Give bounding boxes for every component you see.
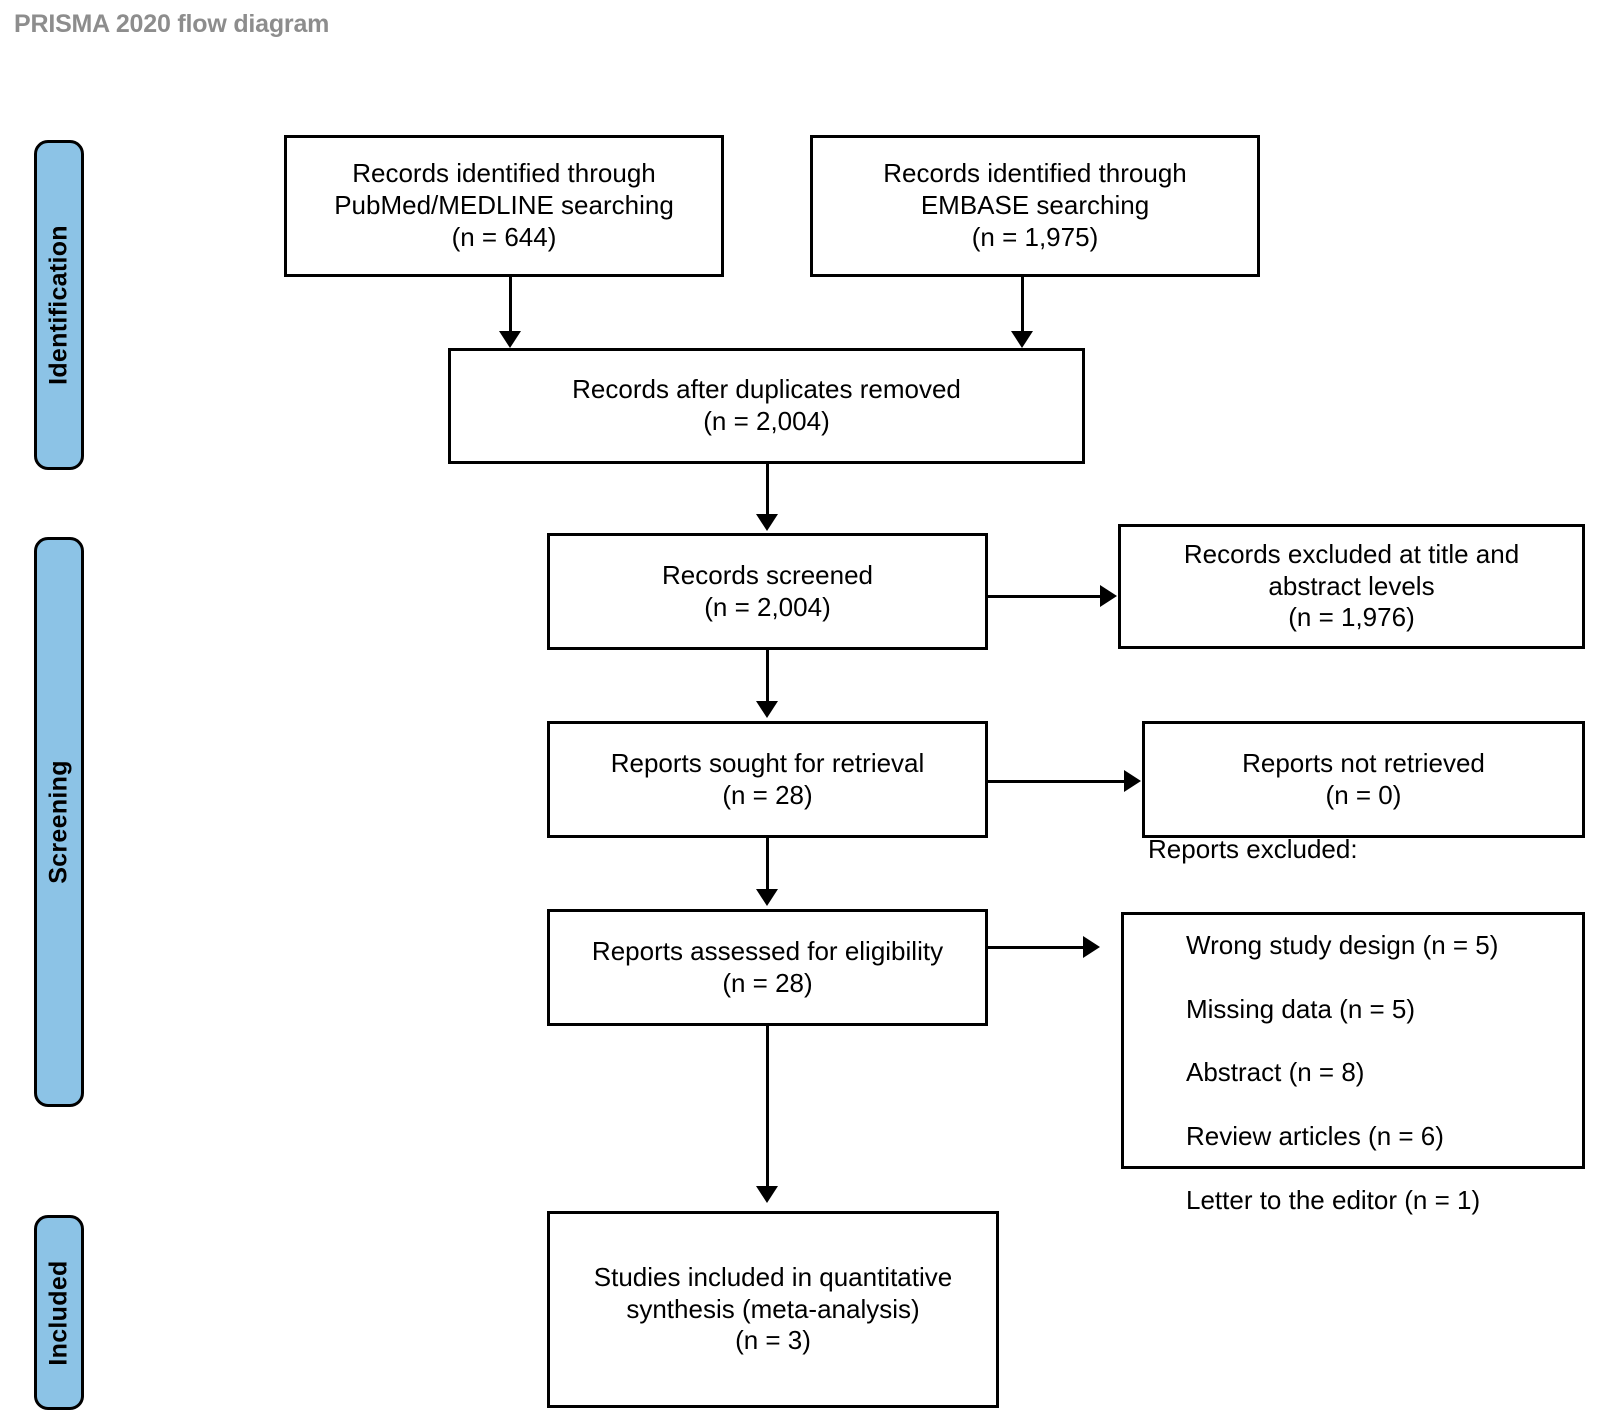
box-records-identified-pubmed: Records identified through PubMed/MEDLIN… [284, 135, 724, 277]
box-studies-included: Studies included in quantitative synthes… [547, 1211, 999, 1408]
stage-bar-screening: Screening [34, 537, 84, 1107]
arrowhead-assessed-to-excluded [1083, 936, 1100, 958]
stage-label-identification: Identification [44, 225, 73, 385]
box-records-screened: Records screened (n = 2,004) [547, 533, 988, 650]
stage-label-screening: Screening [44, 760, 73, 884]
connector-screened-to-sought [766, 650, 769, 703]
list-item: Missing data (n = 5) [1186, 993, 1416, 1024]
box-studies-included-text: Studies included in quantitative synthes… [593, 1261, 953, 1356]
list-item: Abstract (n = 8) [1186, 1057, 1365, 1088]
box-records-excluded: Records excluded at title and abstract l… [1118, 524, 1585, 649]
connector-pubmed-to-duplicates [509, 277, 512, 333]
page-title: PRISMA 2020 flow diagram [14, 10, 330, 38]
box-records-screened-text: Records screened (n = 2,004) [662, 559, 873, 622]
box-reports-excluded-content: Reports excluded: Wrong study design (n … [1124, 801, 1506, 1279]
arrowhead-screened-to-sought [756, 701, 778, 718]
box-reports-assessed-for-eligibility: Reports assessed for eligibility (n = 28… [547, 909, 988, 1026]
stage-label-included: Included [44, 1259, 73, 1366]
box-reports-assessed-for-eligibility-text: Reports assessed for eligibility (n = 28… [591, 935, 944, 998]
list-item: Review articles (n = 6) [1186, 1121, 1444, 1152]
arrowhead-duplicates-to-screened [756, 514, 778, 531]
list-item: Letter to the editor (n = 1) [1186, 1185, 1481, 1216]
connector-sought-to-not-retrieved [988, 780, 1125, 783]
connector-duplicates-to-screened [766, 464, 769, 516]
connector-sought-to-assessed [766, 838, 769, 891]
box-records-after-duplicates-removed-text: Records after duplicates removed (n = 2,… [572, 374, 961, 436]
connector-embase-to-duplicates [1021, 277, 1024, 333]
box-reports-sought-for-retrieval-text: Reports sought for retrieval (n = 28) [610, 747, 925, 810]
box-records-identified-pubmed-text: Records identified through PubMed/MEDLIN… [334, 158, 674, 252]
box-reports-excluded: Reports excluded: Wrong study design (n … [1121, 834, 1585, 1215]
box-reports-not-retrieved: Reports not retrieved (n = 0) [1142, 721, 1585, 838]
arrowhead-embase-to-duplicates [1011, 331, 1033, 348]
reports-excluded-reason-list: Wrong study design (n = 5) Missing data … [1148, 897, 1498, 1248]
box-records-after-duplicates-removed: Records after duplicates removed (n = 2,… [448, 348, 1085, 464]
arrowhead-sought-to-not-retrieved [1124, 770, 1141, 792]
box-records-excluded-text: Records excluded at title and abstract l… [1183, 538, 1520, 633]
list-item: Wrong study design (n = 5) [1186, 929, 1499, 960]
stage-bar-included: Included [34, 1215, 84, 1410]
box-reports-sought-for-retrieval: Reports sought for retrieval (n = 28) [547, 721, 988, 838]
connector-assessed-to-included [766, 1026, 769, 1188]
arrowhead-assessed-to-included [756, 1186, 778, 1203]
box-records-identified-embase: Records identified through EMBASE search… [810, 135, 1260, 277]
box-reports-not-retrieved-text: Reports not retrieved (n = 0) [1242, 747, 1485, 810]
arrowhead-sought-to-assessed [756, 889, 778, 906]
box-records-identified-embase-text: Records identified through EMBASE search… [883, 158, 1187, 252]
connector-screened-to-excluded [988, 595, 1101, 598]
connector-assessed-to-excluded [988, 946, 1083, 949]
stage-bar-identification: Identification [34, 140, 84, 470]
arrowhead-screened-to-excluded [1100, 585, 1117, 607]
arrowhead-pubmed-to-duplicates [499, 331, 521, 348]
reports-excluded-heading: Reports excluded: [1148, 834, 1358, 865]
